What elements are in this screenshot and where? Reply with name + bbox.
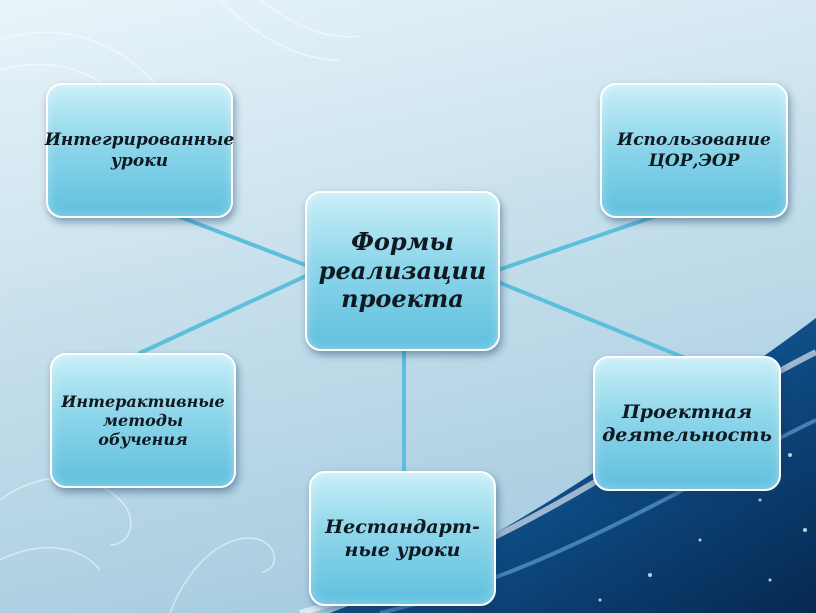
- diagram-node-label: Нестандарт- ные уроки: [325, 515, 480, 561]
- sparkle: [648, 573, 652, 577]
- connector-project: [496, 280, 687, 360]
- diagram-node-label: Использование ЦОР,ЭОР: [617, 130, 771, 171]
- sparkle: [698, 538, 702, 542]
- swirl: [0, 476, 132, 546]
- sparkle: [803, 528, 807, 532]
- diagram-node-project: Проектная деятельность: [593, 356, 781, 491]
- connector-digital: [496, 210, 670, 272]
- connector-interactive: [138, 273, 310, 355]
- diagram-node-nonstandard: Нестандарт- ные уроки: [309, 471, 496, 606]
- diagram-node-label: Проектная деятельность: [602, 400, 772, 446]
- diagram-node-interactive: Интерактивные методы обучения: [50, 353, 236, 488]
- diagram-node-integrated: Интегрированные уроки: [44, 83, 235, 218]
- diagram-node-digital: Использование ЦОР,ЭОР: [600, 83, 788, 218]
- connectors: [138, 210, 687, 474]
- sparkle: [598, 598, 602, 602]
- diagram-node-label: Интерактивные методы обучения: [61, 391, 225, 450]
- background-swirls: [0, 0, 361, 613]
- background-wave-dark: [330, 318, 816, 613]
- diagram-node-label: Интегрированные уроки: [44, 130, 235, 171]
- swirl: [259, 0, 361, 38]
- swirl: [0, 547, 101, 571]
- sparkle: [768, 578, 772, 582]
- diagram-center-node: Формы реализации проекта: [305, 191, 500, 351]
- sparkle: [788, 453, 792, 457]
- swirl: [169, 537, 276, 613]
- sparkle: [758, 498, 762, 502]
- connector-integrated: [173, 213, 310, 268]
- diagram-center-label: Формы реализации проекта: [318, 226, 487, 314]
- swirl: [219, 0, 341, 61]
